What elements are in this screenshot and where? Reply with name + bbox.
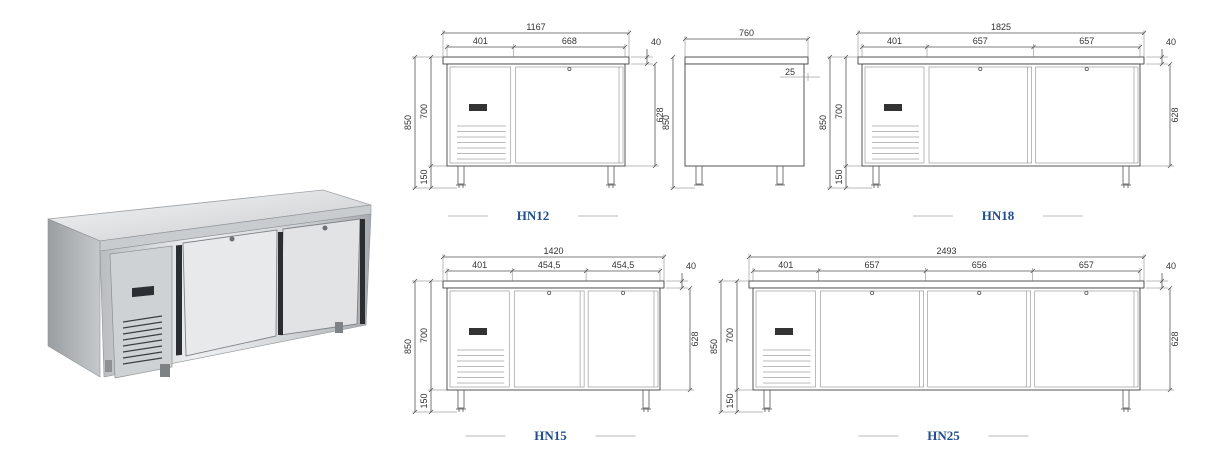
leg-2 <box>1122 165 1130 185</box>
total-height-label: 850 <box>403 115 413 130</box>
countertop <box>442 56 630 65</box>
segment-width-label: 454,5 <box>538 260 561 270</box>
compressor-panel <box>755 290 816 388</box>
control-display <box>884 104 902 111</box>
compressor-panel <box>449 290 510 388</box>
segment-width-label: 657 <box>1079 260 1094 270</box>
model-title: HN12 <box>517 208 550 223</box>
leg-height-label: 150 <box>419 393 429 408</box>
body-height-label: 700 <box>725 328 735 343</box>
cabinet-body <box>446 287 661 391</box>
leg-1 <box>763 389 771 409</box>
door-knob <box>567 67 572 72</box>
overall-width-label: 2493 <box>936 246 956 256</box>
control-display <box>469 328 487 335</box>
segment-width-label: 657 <box>973 36 988 46</box>
countertop <box>857 56 1145 65</box>
overall-width-label: 1420 <box>543 246 563 256</box>
body-height-label: 700 <box>419 328 429 343</box>
overall-width-label: 1825 <box>991 22 1011 32</box>
segment-width-label: 656 <box>972 260 987 270</box>
control-display <box>775 328 793 335</box>
countertop <box>748 280 1145 289</box>
segment-width-label: 657 <box>1079 36 1094 46</box>
cabinet-body <box>446 63 626 167</box>
inner-height-label: 628 <box>1170 331 1180 346</box>
top-thickness-label: 40 <box>686 261 696 271</box>
side-leg-2 <box>776 165 784 185</box>
compressor-panel <box>864 66 925 164</box>
model-title: HN18 <box>982 208 1015 223</box>
countertop <box>442 280 665 289</box>
body-height-label: 700 <box>419 104 429 119</box>
door-1 <box>928 66 1032 164</box>
drawing-side-view: 760 25 850 <box>661 28 820 191</box>
inner-height-label: 628 <box>690 331 700 346</box>
leg-height-label: 150 <box>834 169 844 184</box>
top-thickness-label: 40 <box>1166 37 1176 47</box>
model-title: HN25 <box>927 428 960 443</box>
cabinet-body <box>861 63 1141 167</box>
offset-label: 25 <box>785 67 795 77</box>
cabinet-side <box>684 63 805 167</box>
door-knob <box>977 290 982 295</box>
depth-label: 760 <box>739 28 754 38</box>
door-knob <box>978 67 983 72</box>
door-knob <box>621 290 626 295</box>
top-thickness-label: 40 <box>651 37 661 47</box>
segment-width-label: 454,5 <box>612 260 635 270</box>
overall-width-label: 1167 <box>526 22 545 32</box>
segment-width-label: 401 <box>473 36 488 46</box>
door-2 <box>1035 66 1139 164</box>
side-leg-1 <box>695 165 703 185</box>
door-1 <box>515 66 624 164</box>
leg-2 <box>607 165 615 185</box>
door-1 <box>820 290 924 388</box>
control-display <box>469 104 487 111</box>
inner-height-label: 628 <box>655 107 665 122</box>
segment-width-label: 401 <box>778 260 793 270</box>
leg-2 <box>642 389 650 409</box>
door-2 <box>587 290 659 388</box>
total-height-label: 850 <box>818 115 828 130</box>
leg-1 <box>457 165 465 185</box>
segment-width-label: 401 <box>887 36 902 46</box>
compressor-panel <box>449 66 512 164</box>
total-height-label: 850 <box>403 339 413 354</box>
countertop-side <box>684 56 809 65</box>
cabinet-body <box>752 287 1141 391</box>
segment-width-label: 657 <box>865 260 880 270</box>
leg-height-label: 150 <box>725 393 735 408</box>
top-thickness-label: 40 <box>1166 261 1176 271</box>
segment-width-label: 668 <box>562 36 577 46</box>
inner-height-label: 628 <box>1170 107 1180 122</box>
door-knob <box>547 290 552 295</box>
segment-width-label: 401 <box>472 260 487 270</box>
door-knob <box>1084 67 1089 72</box>
model-title: HN15 <box>534 428 567 443</box>
product-photo <box>47 189 372 379</box>
leg-2 <box>1122 389 1130 409</box>
body-height-label: 700 <box>834 104 844 119</box>
leg-1 <box>872 165 880 185</box>
side-height-label: 850 <box>661 115 671 130</box>
door-knob <box>1084 290 1089 295</box>
leg-height-label: 150 <box>419 169 429 184</box>
leg-1 <box>457 389 465 409</box>
door-knob <box>870 290 875 295</box>
total-height-label: 850 <box>709 339 719 354</box>
